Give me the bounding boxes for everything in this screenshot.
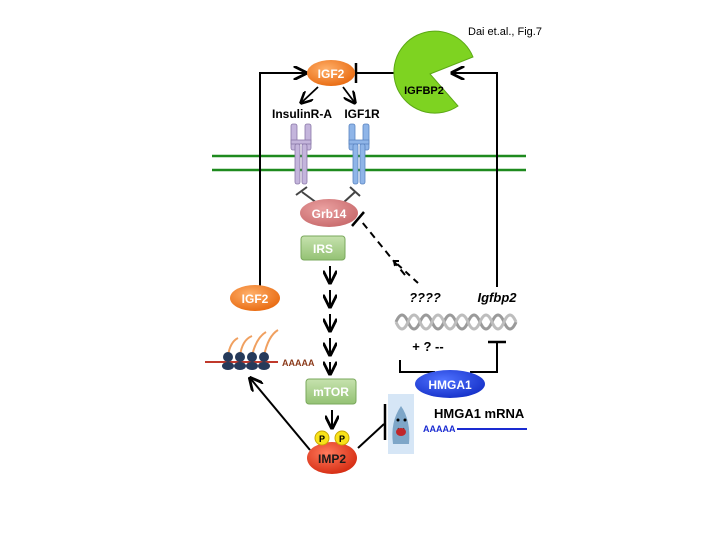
igf2-feedback-arrow [259,73,306,287]
igf2-left-node: IGF2 [230,285,280,311]
unknown-inhibits-grb14 [351,211,406,276]
hmga1-node: HMGA1 [415,370,485,398]
unknown-dashed-arrow [394,261,419,284]
grb14-label: Grb14 [312,207,347,221]
igf1r-label: IGF1R [344,107,380,121]
igf2-left-label: IGF2 [242,292,269,306]
dna-helix-icon [394,313,518,331]
igf2-to-igf1r-arrow [342,86,355,103]
ribosome-icon [205,329,279,370]
igf2-top-label: IGF2 [318,67,345,81]
igfbp2-node: IGFBP2 [393,30,474,114]
phospho-site-1: P [314,430,330,446]
imp2-node: IMP2 [307,442,357,474]
regulation-label: + ? -- [412,339,443,354]
imp2-to-translation-arrow [250,378,311,451]
unknown-gene-label: ???? [409,290,441,305]
polya-right-label: AAAAA [423,424,456,434]
cell-membrane [212,154,526,172]
igfbp2-gene-label: Igfbp2 [478,290,518,305]
phospho-1-label: P [319,434,325,444]
irs-node: IRS [300,235,346,261]
shark-icon [388,394,414,454]
insulinr-a-receptor [290,123,312,185]
igf1r-receptor [348,123,370,185]
polya-left-label: AAAAA [282,358,315,368]
igfbp2-shape [393,30,474,114]
igfbp2-expression-arrow [452,73,498,287]
hmga1-regulation-brackets [399,340,506,373]
mtor-label: mTOR [313,385,349,399]
irs-label: IRS [313,242,333,256]
grb14-node: Grb14 [300,199,358,227]
insulinr-a-label: InsulinR-A [272,107,332,121]
phospho-2-label: P [339,434,345,444]
phospho-site-2: P [334,430,350,446]
imp2-label: IMP2 [318,452,346,466]
hmga1-mrna-label: HMGA1 mRNA [434,406,525,421]
citation-text: Dai et.al., Fig.7 [468,26,542,38]
igf2-to-insulinr-arrow [301,86,319,103]
mtor-node: mTOR [305,378,357,405]
igfbp2-label: IGFBP2 [404,85,444,97]
igf2-top-node: IGF2 [307,60,355,86]
hmga1-label: HMGA1 [428,378,472,392]
imp2-inhibits-degradation [357,404,387,449]
